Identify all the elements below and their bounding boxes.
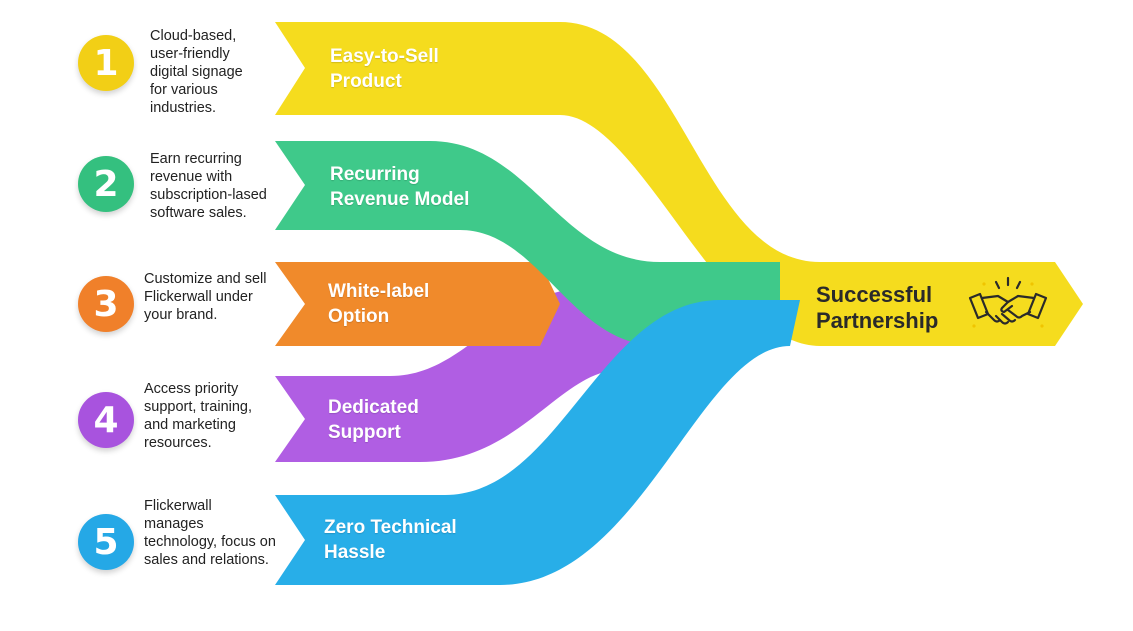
step-1-title: Easy-to-Sell Product [330,46,439,92]
step-4-title: Dedicated Support [328,397,419,443]
step-4-description: Access priority support, training, and m… [144,381,253,451]
step-1-badge: 1 [78,35,134,91]
step-2-title: Recurring Revenue Model [330,164,470,210]
step-2-description: Earn recurring revenue with subscription… [150,151,267,221]
band-green [275,141,780,346]
band-yellow [275,22,1083,346]
result-title: Successful Partnership [816,282,939,333]
band-orange [275,262,560,346]
step-5-description: Flickerwall manages technology, focus on… [144,498,276,568]
step-2-badge: 2 [78,156,134,212]
handshake-icon [968,276,1048,328]
step-5-badge: 5 [78,514,134,570]
step-3-badge: 3 [78,276,134,332]
band-blue [275,300,800,585]
band-purple [275,286,700,462]
step-1-description: Cloud-based, user-friendly digital signa… [150,28,243,116]
step-5-title: Zero Technical Hassle [324,517,457,563]
step-3-title: White-label Option [328,281,430,327]
step-4-badge: 4 [78,392,134,448]
step-3-description: Customize and sell Flickerwall under you… [144,271,267,323]
